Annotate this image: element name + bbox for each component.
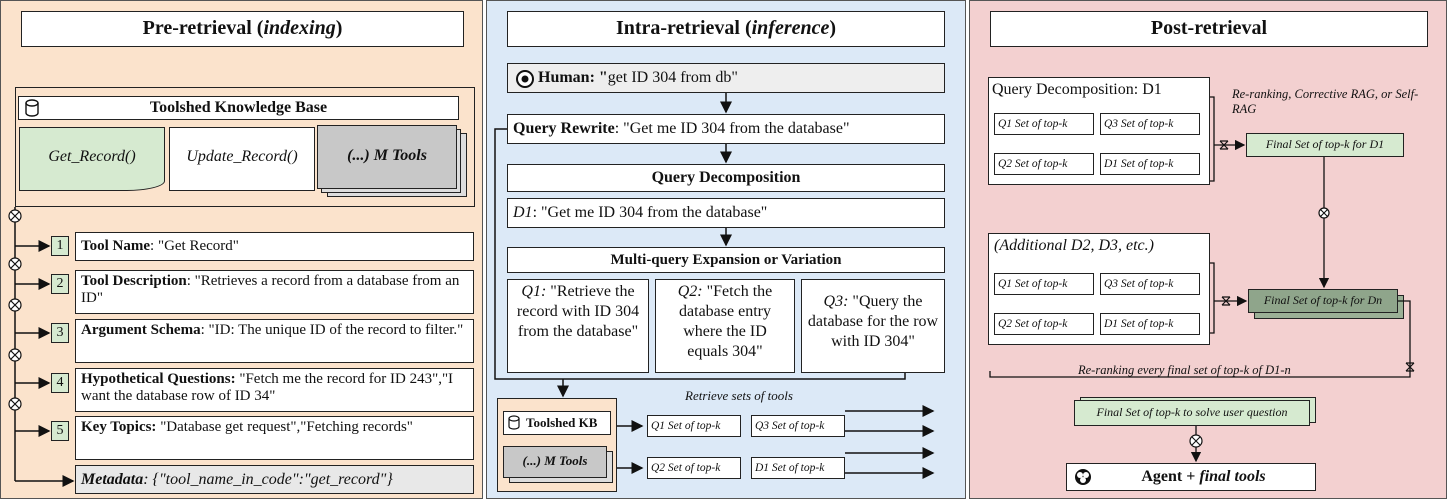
- post-retrieval-title: Post-retrieval: [990, 11, 1428, 47]
- toolshed-kb-box: Toolshed KB: [503, 411, 611, 435]
- query-q2-box: Q2: "Fetch the database entry where the …: [655, 279, 795, 373]
- query-decomposition-box: Query Decomposition: [507, 164, 945, 192]
- post-add-set-q1: Q1 Set of top-k: [994, 273, 1094, 295]
- query-rewrite-box: Query Rewrite: "Get me ID 304 from the d…: [507, 114, 945, 144]
- pre-retrieval-panel: Pre-retrieval (indexing) Toolshed Knowle…: [0, 0, 483, 499]
- tool-name-box: Tool Name: "Get Record": [75, 232, 474, 261]
- user-icon: [516, 70, 534, 88]
- agent-icon: [1075, 469, 1091, 485]
- post-add-set-q2: Q2 Set of top-k: [994, 313, 1094, 335]
- post-add-set-d1: D1 Set of top-k: [1100, 313, 1200, 335]
- m-tools-box: (...) M Tools: [503, 446, 607, 478]
- metadata-box: Metadata: {"tool_name_in_code":"get_reco…: [75, 465, 474, 494]
- set-q2: Q2 Set of top-k: [647, 457, 741, 479]
- post-set-q2: Q2 Set of top-k: [994, 153, 1094, 175]
- key-topics-box: Key Topics: "Database get request","Fetc…: [75, 416, 474, 460]
- argument-schema-box: Argument Schema: "ID: The unique ID of t…: [75, 319, 474, 363]
- post-retrieval-panel: Post-retrieval Query Decomposition: D1 Q…: [969, 0, 1447, 499]
- rerank-label: Re-ranking, Corrective RAG, or Self-RAG: [1232, 87, 1419, 116]
- item-number-3: 3: [51, 323, 69, 343]
- final-set-dn: Final Set of top-k for Dn: [1248, 289, 1398, 313]
- item-number-5: 5: [51, 421, 69, 441]
- item-number-1: 1: [51, 236, 69, 256]
- set-q3: Q3 Set of top-k: [751, 415, 845, 437]
- database-icon: [508, 415, 520, 430]
- post-set-d1: D1 Set of top-k: [1100, 153, 1200, 175]
- tool-update-record: Update_Record(): [169, 127, 315, 191]
- post-set-q1: Q1 Set of top-k: [994, 113, 1094, 135]
- agent-box: Agent + final tools: [1066, 463, 1316, 491]
- final-set-d1: Final Set of top-k for D1: [1246, 133, 1404, 157]
- set-q1: Q1 Set of top-k: [647, 415, 741, 437]
- query-q3-box: Q3: "Query the database for the row with…: [801, 279, 945, 373]
- database-icon: [25, 99, 39, 117]
- d1-box: D1: "Get me ID 304 from the database": [507, 198, 945, 228]
- query-q1-box: Q1: "Retrieve the record with ID 304 fro…: [507, 279, 649, 373]
- hypothetical-questions-box: Hypothetical Questions: "Fetch me the re…: [75, 368, 474, 412]
- human-query-box: Human: "get ID 304 from db": [507, 63, 945, 93]
- item-number-4: 4: [51, 373, 69, 393]
- pre-retrieval-title: Pre-retrieval (indexing): [21, 11, 464, 47]
- set-d1: D1 Set of top-k: [751, 457, 845, 479]
- intra-retrieval-panel: Intra-retrieval (inference) Human: "get …: [486, 0, 966, 499]
- tool-description-box: Tool Description: "Retrieves a record fr…: [75, 270, 474, 314]
- tool-m-tools: (...) M Tools: [317, 125, 457, 189]
- post-set-q3: Q3 Set of top-k: [1100, 113, 1200, 135]
- retrieve-sets-label: Retrieve sets of tools: [685, 388, 793, 403]
- query-decomposition-d1: Query Decomposition: D1: [992, 81, 1162, 98]
- tool-get-record: Get_Record(): [19, 127, 165, 191]
- additional-decompositions: (Additional D2, D3, etc.): [994, 237, 1154, 254]
- multi-query-box: Multi-query Expansion or Variation: [507, 247, 945, 273]
- intra-retrieval-title: Intra-retrieval (inference): [507, 11, 945, 47]
- item-number-2: 2: [51, 274, 69, 294]
- kb-title: Toolshed Knowledge Base: [18, 96, 459, 120]
- rerank-every-label: Re-ranking every final set of top-k of D…: [1078, 363, 1291, 377]
- post-add-set-q3: Q3 Set of top-k: [1100, 273, 1200, 295]
- final-set-solve: Final Set of top-k to solve user questio…: [1074, 400, 1310, 426]
